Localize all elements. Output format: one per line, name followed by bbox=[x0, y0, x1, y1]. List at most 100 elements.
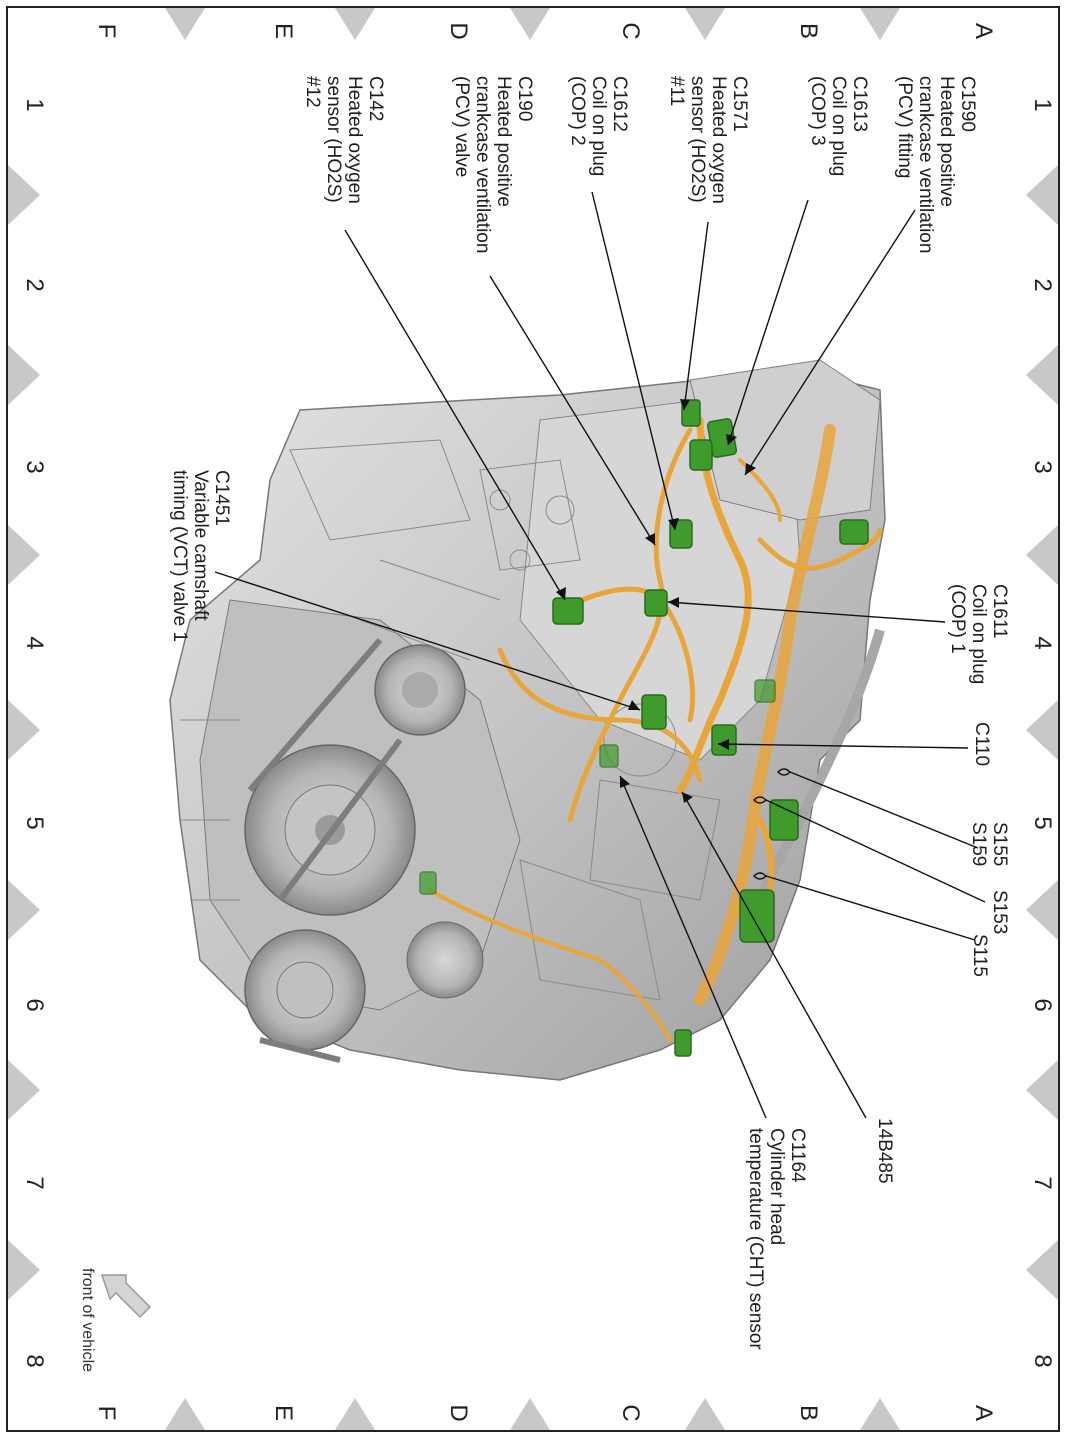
grid-marker bbox=[8, 525, 40, 585]
callout-desc: Coil on plug bbox=[588, 76, 609, 177]
grid-marker bbox=[1026, 525, 1058, 585]
intake-manifold bbox=[689, 359, 881, 521]
callout-desc: (COP) 1 bbox=[947, 584, 968, 654]
callout-code: S115 bbox=[969, 934, 990, 977]
grid-marker bbox=[860, 8, 900, 40]
callout-desc: Heated positive bbox=[936, 76, 957, 207]
leader-c1451 bbox=[214, 571, 641, 711]
callout-desc: crankcase ventilation bbox=[472, 76, 493, 254]
callout-desc: (COP) 2 bbox=[567, 76, 588, 146]
connector-s155 bbox=[769, 799, 799, 841]
callout-code: C110 bbox=[971, 722, 992, 767]
callout-s155-s159: S155 S159 bbox=[968, 822, 1010, 866]
arrowhead bbox=[682, 792, 693, 803]
grid-marker bbox=[8, 1240, 40, 1300]
callout-desc: crankcase ventilation bbox=[915, 76, 936, 254]
callout-code: C1611 bbox=[989, 584, 1010, 639]
grid-marker bbox=[1026, 165, 1058, 225]
callout-code: 14B485 bbox=[874, 1118, 895, 1184]
callout-code: C1590 bbox=[957, 76, 978, 132]
arrowhead bbox=[556, 587, 566, 600]
arrowhead bbox=[645, 533, 655, 545]
callout-desc: Variable camshaft bbox=[190, 470, 211, 621]
grid-marker bbox=[860, 1398, 900, 1430]
splice-s115 bbox=[753, 872, 767, 880]
callout-c1612: C1612 Coil on plug (COP) 2 bbox=[567, 76, 630, 176]
arrowhead bbox=[745, 463, 756, 475]
grid-marker bbox=[1026, 1240, 1058, 1300]
grid-marker bbox=[335, 8, 375, 40]
callout-desc: sensor (HO2S) bbox=[687, 76, 708, 203]
callout-code: S159 bbox=[968, 822, 989, 867]
grid-marker bbox=[8, 880, 40, 940]
callout-desc: (PCV) fitting bbox=[894, 76, 915, 179]
connector-cht bbox=[599, 744, 619, 768]
idler-pulley-hub bbox=[402, 672, 438, 708]
connector-c1451 bbox=[641, 694, 667, 730]
connector-upper-right bbox=[839, 519, 869, 545]
leader-c190 bbox=[489, 275, 656, 546]
leader-s155 bbox=[789, 771, 979, 849]
callout-c1451: C1451 Variable camshaft timing (VCT) val… bbox=[169, 470, 232, 642]
leader-c1611 bbox=[667, 601, 946, 623]
callout-14b485: 14B485 bbox=[874, 1118, 895, 1184]
arrowhead bbox=[620, 776, 630, 788]
grid-marker bbox=[335, 1398, 375, 1430]
callout-desc: Coil on plug bbox=[828, 76, 849, 177]
arrowhead bbox=[726, 434, 737, 445]
callout-desc: Heated oxygen bbox=[344, 76, 365, 204]
callout-desc: sensor (HO2S) bbox=[323, 76, 344, 203]
arrowhead bbox=[668, 597, 679, 608]
connector-lower-left bbox=[419, 871, 437, 895]
callout-desc: timing (VCT) valve 1 bbox=[169, 470, 190, 643]
connector-c110 bbox=[711, 724, 737, 756]
leader-c1590 bbox=[744, 209, 916, 476]
grid-marker bbox=[685, 1398, 725, 1430]
arrowhead bbox=[668, 518, 679, 530]
callout-code: S155 bbox=[989, 822, 1010, 867]
callout-code: C1612 bbox=[609, 76, 630, 132]
callout-c1590: C1590 Heated positive crankcase ventilat… bbox=[894, 76, 978, 253]
grid-marker bbox=[510, 8, 550, 40]
callout-desc: (COP) 3 bbox=[807, 76, 828, 146]
grid-marker bbox=[1026, 1060, 1058, 1120]
connector-c190 bbox=[552, 597, 584, 625]
grid-marker bbox=[1026, 880, 1058, 940]
leader-s153 bbox=[765, 799, 986, 903]
leader-c1612 bbox=[591, 191, 676, 531]
callout-code: C1164 bbox=[787, 1128, 808, 1183]
callout-desc: #12 bbox=[302, 76, 323, 108]
callout-c1571: C1571 Heated oxygen sensor (HO2S) #11 bbox=[666, 76, 750, 204]
callout-c110: C110 bbox=[971, 722, 992, 766]
tensioner-pulley bbox=[406, 921, 484, 999]
callout-code: C142 bbox=[365, 76, 386, 122]
leader-c1164 bbox=[619, 775, 767, 1119]
grid-marker bbox=[8, 1060, 40, 1120]
leader-c1571 bbox=[683, 221, 709, 411]
callout-desc: (PCV) valve bbox=[451, 76, 472, 178]
leader-c1613 bbox=[727, 199, 809, 446]
callout-desc: Heated positive bbox=[493, 76, 514, 207]
connector-c1611 bbox=[644, 589, 668, 617]
callout-c142: C142 Heated oxygen sensor (HO2S) #12 bbox=[302, 76, 386, 204]
diagram-frame bbox=[6, 6, 1060, 1432]
callout-desc: Coil on plug bbox=[968, 584, 989, 685]
callout-desc: #11 bbox=[666, 76, 687, 107]
callout-code: S153 bbox=[989, 890, 1010, 935]
leader-c110 bbox=[717, 743, 969, 749]
front-arrow-icon bbox=[100, 1274, 152, 1319]
connector-s115 bbox=[739, 889, 775, 943]
callout-c190: C190 Heated positive crankcase ventilati… bbox=[451, 76, 535, 253]
grid-marker bbox=[685, 8, 725, 40]
ac-pulley-hub bbox=[276, 961, 334, 1019]
grid-marker bbox=[165, 1398, 205, 1430]
arrowhead bbox=[718, 739, 729, 750]
callout-c1611: C1611 Coil on plug (COP) 1 bbox=[947, 584, 1010, 684]
connector-c1571 bbox=[681, 399, 701, 427]
grid-marker bbox=[8, 165, 40, 225]
grid-marker bbox=[165, 8, 205, 40]
callout-s153: S153 bbox=[989, 890, 1010, 934]
